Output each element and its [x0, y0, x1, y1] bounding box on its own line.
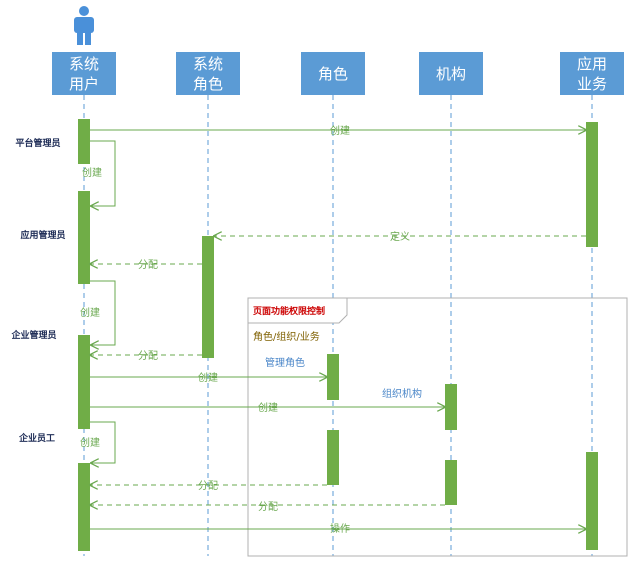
- activation-role-1: [327, 354, 339, 400]
- role-enterprise-admin: 企业管理员: [10, 329, 56, 341]
- note-org: 组织机构: [382, 387, 422, 400]
- activation-app-1: [586, 122, 598, 247]
- activation-user-4: [78, 463, 90, 551]
- fragment-title: 页面功能权限控制: [253, 305, 325, 317]
- note-manage-role: 管理角色: [265, 356, 305, 369]
- activation-user-3: [78, 335, 90, 429]
- label-assign-2: 分配: [138, 350, 158, 362]
- role-platform-admin: 平台管理员: [15, 137, 60, 149]
- activation-role-2: [327, 430, 339, 485]
- msg-self-create-3: [90, 421, 116, 463]
- activation-app-2: [586, 452, 598, 550]
- activation-user-1: [78, 119, 90, 164]
- svg-text:机构: 机构: [436, 65, 466, 83]
- participant-system-role: 系统 角色: [176, 52, 240, 95]
- label-create-ent-admin: 创建: [80, 306, 100, 319]
- label-create-app: 创建: [330, 124, 350, 137]
- label-assign-4: 分配: [258, 501, 278, 513]
- role-enterprise-staff: 企业员工: [18, 432, 55, 444]
- label-create-staff: 创建: [80, 436, 100, 449]
- msg-self-create-2: [90, 280, 116, 345]
- user-actor-icon: [74, 6, 94, 45]
- svg-text:角色: 角色: [193, 75, 223, 93]
- msg-self-create-1: [90, 140, 116, 206]
- activation-user-2: [78, 191, 90, 284]
- svg-text:角色: 角色: [318, 65, 348, 83]
- svg-text:应用: 应用: [577, 55, 607, 73]
- label-assign-1: 分配: [138, 259, 158, 271]
- svg-text:系统: 系统: [69, 55, 99, 73]
- label-create-role: 创建: [198, 371, 218, 384]
- svg-text:系统: 系统: [193, 55, 223, 73]
- fragment-page-permission: 页面功能权限控制 角色/组织/业务: [247, 297, 628, 557]
- label-assign-3: 分配: [198, 480, 218, 492]
- label-create-app-admin: 创建: [82, 166, 102, 179]
- activation-org-1: [445, 384, 457, 430]
- participant-organization: 机构: [419, 52, 483, 95]
- role-app-admin: 应用管理员: [20, 229, 65, 241]
- svg-text:业务: 业务: [577, 75, 607, 93]
- label-define: 定义: [390, 230, 410, 243]
- activation-sysrole: [202, 236, 214, 358]
- label-operate: 操作: [330, 522, 350, 535]
- participant-system-user: 系统 用户: [52, 52, 116, 95]
- fragment-subtitle: 角色/组织/业务: [253, 330, 320, 343]
- participant-role: 角色: [301, 52, 365, 95]
- label-create-org: 创建: [258, 401, 278, 414]
- participant-app-business: 应用 业务: [560, 52, 624, 95]
- activation-org-2: [445, 460, 457, 505]
- svg-text:用户: 用户: [69, 75, 99, 93]
